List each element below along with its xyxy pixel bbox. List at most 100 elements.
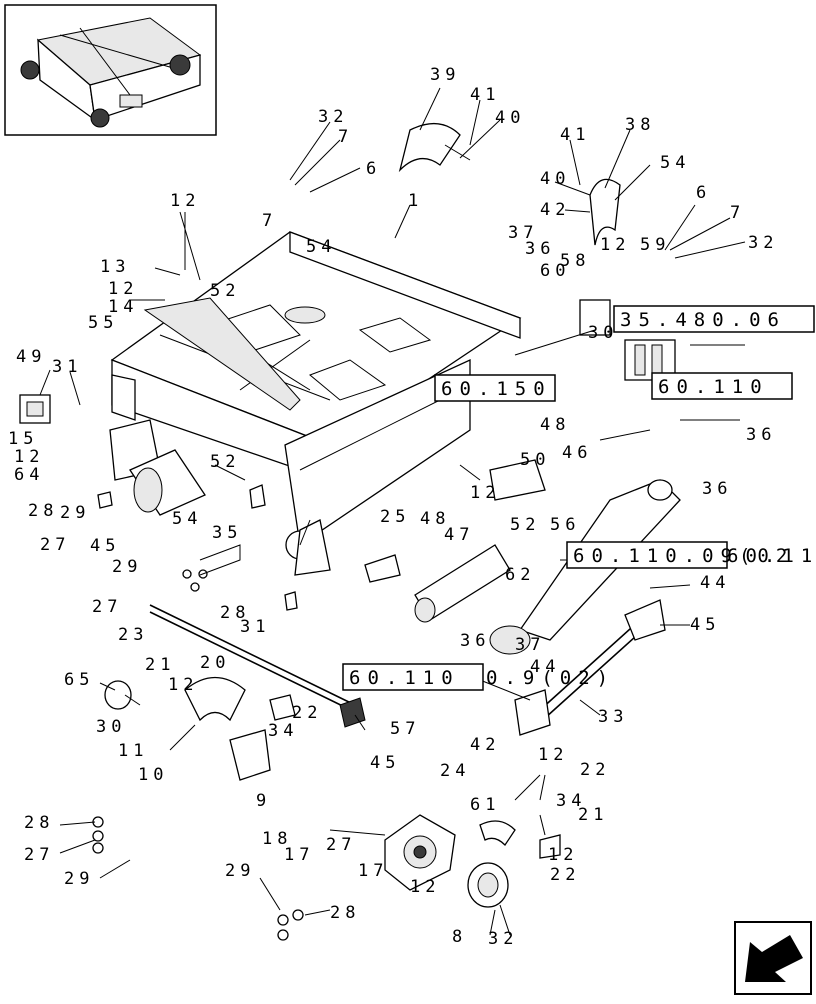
callout: 38 bbox=[625, 115, 655, 135]
callout: 28 bbox=[220, 603, 250, 623]
callout: 24 bbox=[440, 761, 470, 781]
callout: 60 bbox=[540, 261, 570, 281]
reference-box-label: 60.110 bbox=[349, 667, 460, 689]
callout: 14 bbox=[108, 297, 138, 317]
callout: 29 bbox=[60, 503, 90, 523]
callout: 7 bbox=[262, 211, 277, 231]
callout: 12 bbox=[14, 447, 44, 467]
callout: 47 bbox=[444, 525, 474, 545]
callout: 31 bbox=[240, 617, 270, 637]
callout: 6 bbox=[366, 159, 381, 179]
callout: 46 bbox=[562, 443, 592, 463]
callout: 17 bbox=[358, 861, 388, 881]
shield-39 bbox=[398, 123, 471, 173]
callout-labels: 39 41 40 32 7 6 1 41 38 54 40 42 6 7 32 … bbox=[8, 65, 778, 949]
small-parts bbox=[19, 394, 561, 941]
callout: 11 bbox=[118, 741, 148, 761]
callout: 13 bbox=[100, 257, 130, 277]
callout: 35 bbox=[212, 523, 242, 543]
valve-block bbox=[579, 299, 676, 381]
callout: 36 bbox=[702, 479, 732, 499]
callout: 10 bbox=[138, 765, 168, 785]
callout: 59 bbox=[640, 235, 670, 255]
gearbox bbox=[384, 814, 516, 908]
callout: 34 bbox=[556, 791, 586, 811]
callout: 28 bbox=[330, 903, 360, 923]
callout: 30 bbox=[588, 323, 618, 343]
callout: 62 bbox=[505, 565, 535, 585]
reference-box-label: 60.110 bbox=[658, 376, 769, 398]
callout: 37 bbox=[508, 223, 538, 243]
callout: 37 bbox=[515, 635, 545, 655]
callout: 54 bbox=[306, 237, 336, 257]
callout: 41 bbox=[560, 125, 590, 145]
callout: 32 bbox=[318, 107, 348, 127]
callout: 31 bbox=[52, 357, 82, 377]
callout: 48 bbox=[540, 415, 570, 435]
callout: 65 bbox=[64, 670, 94, 690]
callout: 27 bbox=[92, 597, 122, 617]
callout: 54 bbox=[660, 153, 690, 173]
callout: 60.110.09(02 bbox=[727, 545, 816, 567]
callout: 12 bbox=[168, 675, 198, 695]
callout: 12 bbox=[470, 483, 500, 503]
callout: 52 bbox=[210, 281, 240, 301]
callout: 32 bbox=[748, 233, 778, 253]
callout: 28 bbox=[28, 501, 58, 521]
leader-lines bbox=[39, 87, 746, 936]
reference-box-label: 35.480.06 bbox=[620, 309, 786, 331]
callout: 40 bbox=[540, 169, 570, 189]
callout: 55 bbox=[88, 313, 118, 333]
callout: 21 bbox=[145, 655, 175, 675]
callout: 17 bbox=[284, 845, 314, 865]
previous-page-arrow-icon[interactable] bbox=[734, 921, 812, 995]
callout: 18 bbox=[262, 829, 292, 849]
callout: 29 bbox=[64, 869, 94, 889]
shield-38 bbox=[589, 178, 621, 246]
callout: 52 bbox=[510, 515, 540, 535]
callout: 29 bbox=[225, 861, 255, 881]
callout: 45 bbox=[370, 753, 400, 773]
callout: 22 bbox=[292, 703, 322, 723]
callout: 22 bbox=[580, 760, 610, 780]
callout: 1 bbox=[408, 191, 423, 211]
callout: 45 bbox=[690, 615, 720, 635]
callout: 22 bbox=[550, 865, 580, 885]
callout: 12 bbox=[410, 877, 440, 897]
callout: 29 bbox=[112, 557, 142, 577]
callout: 40 bbox=[495, 108, 525, 128]
callout: 32 bbox=[488, 929, 518, 949]
callout: 7 bbox=[338, 127, 353, 147]
callout: 44 bbox=[530, 657, 560, 677]
reference-box-label: 60.110.09(02 bbox=[573, 545, 794, 567]
callout: 56 bbox=[550, 515, 580, 535]
callout: 9 bbox=[256, 791, 271, 811]
callout: 64 bbox=[14, 465, 44, 485]
callout: 21 bbox=[578, 805, 608, 825]
callout: 34 bbox=[268, 721, 298, 741]
callout: 27 bbox=[40, 535, 70, 555]
callout: 36 bbox=[525, 239, 555, 259]
callout: 28 bbox=[24, 813, 54, 833]
overview-thumbnail[interactable] bbox=[4, 4, 217, 136]
callout: 12 bbox=[548, 845, 578, 865]
reference-boxes[interactable]: 35.480.06 60.150 60.110 60.110.09(02 60.… bbox=[342, 305, 816, 691]
callout: 12 bbox=[600, 235, 630, 255]
callout: 12 bbox=[538, 745, 568, 765]
callout: 30 bbox=[96, 717, 126, 737]
callout: 54 bbox=[172, 509, 202, 529]
callout: 57 bbox=[390, 719, 420, 739]
callout: 61 bbox=[470, 795, 500, 815]
callout: 6 bbox=[696, 183, 711, 203]
callout: 12 bbox=[108, 279, 138, 299]
callout: 58 bbox=[560, 251, 590, 271]
callout: 23 bbox=[118, 625, 148, 645]
callout: 50 bbox=[520, 450, 550, 470]
callout: 41 bbox=[470, 85, 500, 105]
callout: 44 bbox=[700, 573, 730, 593]
callout: 27 bbox=[326, 835, 356, 855]
callout: 52 bbox=[210, 452, 240, 472]
callout: 12 bbox=[170, 191, 200, 211]
